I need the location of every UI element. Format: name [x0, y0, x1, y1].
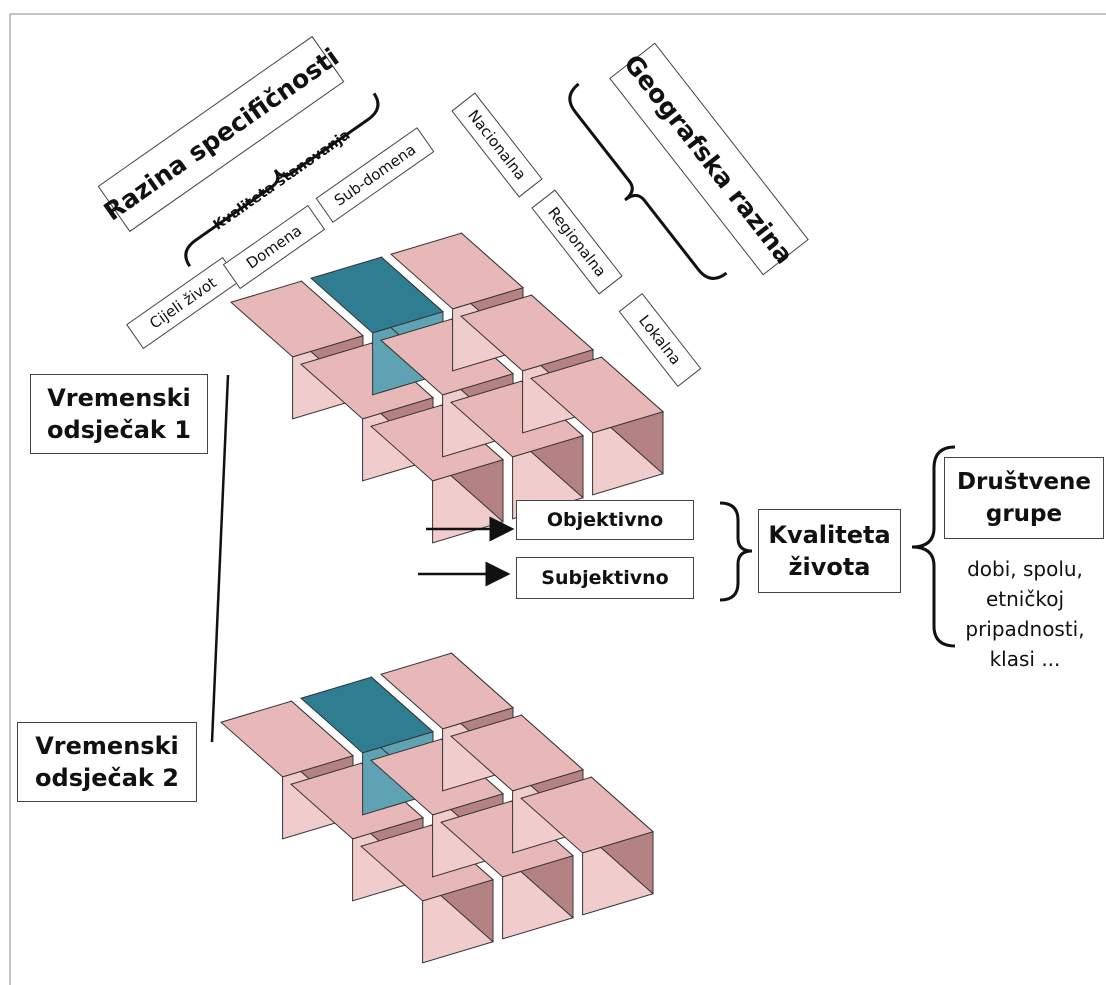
social-groups-items: dobi, spolu, etničkoj pripadnosti, klasi…	[965, 557, 1085, 671]
brace-social-groups	[911, 445, 956, 648]
objective-label: Objektivno	[516, 500, 694, 540]
cube-face-top	[219, 700, 355, 778]
cube-face-top	[369, 738, 505, 816]
cube-face-top	[359, 824, 495, 902]
cube-face-top	[379, 652, 515, 730]
social-groups-title: Društvene grupe	[944, 457, 1104, 539]
cube-face-top	[229, 280, 365, 358]
highlighted-cube-top	[309, 256, 445, 334]
brace-dimensions	[719, 501, 753, 602]
cube-face-top	[299, 342, 435, 420]
time-link-line	[210, 374, 230, 743]
cube-face-top	[449, 380, 585, 458]
cube-face-top	[519, 776, 655, 854]
cube-face-top	[379, 318, 515, 396]
cube-face-top	[459, 294, 595, 372]
time-slice-1-label: Vremenski odsječak 1	[30, 374, 208, 454]
subjective-label: Subjektivno	[516, 557, 694, 599]
cube-face-top	[529, 356, 665, 434]
brace-specificity	[184, 92, 380, 268]
cube-face-top	[289, 762, 425, 840]
cube-face-top	[389, 232, 525, 310]
time-slice-2-label: Vremenski odsječak 2	[17, 722, 197, 802]
highlighted-cube-top	[299, 676, 435, 754]
quality-of-life-label: Kvaliteta života	[758, 509, 901, 593]
cube-grid-time-1	[229, 232, 665, 544]
cube-face-top	[439, 800, 575, 878]
cube-face-top	[369, 404, 505, 482]
cube-face-top	[449, 714, 585, 792]
brace-geography	[568, 82, 728, 280]
cube-grid-time-2	[219, 652, 655, 964]
